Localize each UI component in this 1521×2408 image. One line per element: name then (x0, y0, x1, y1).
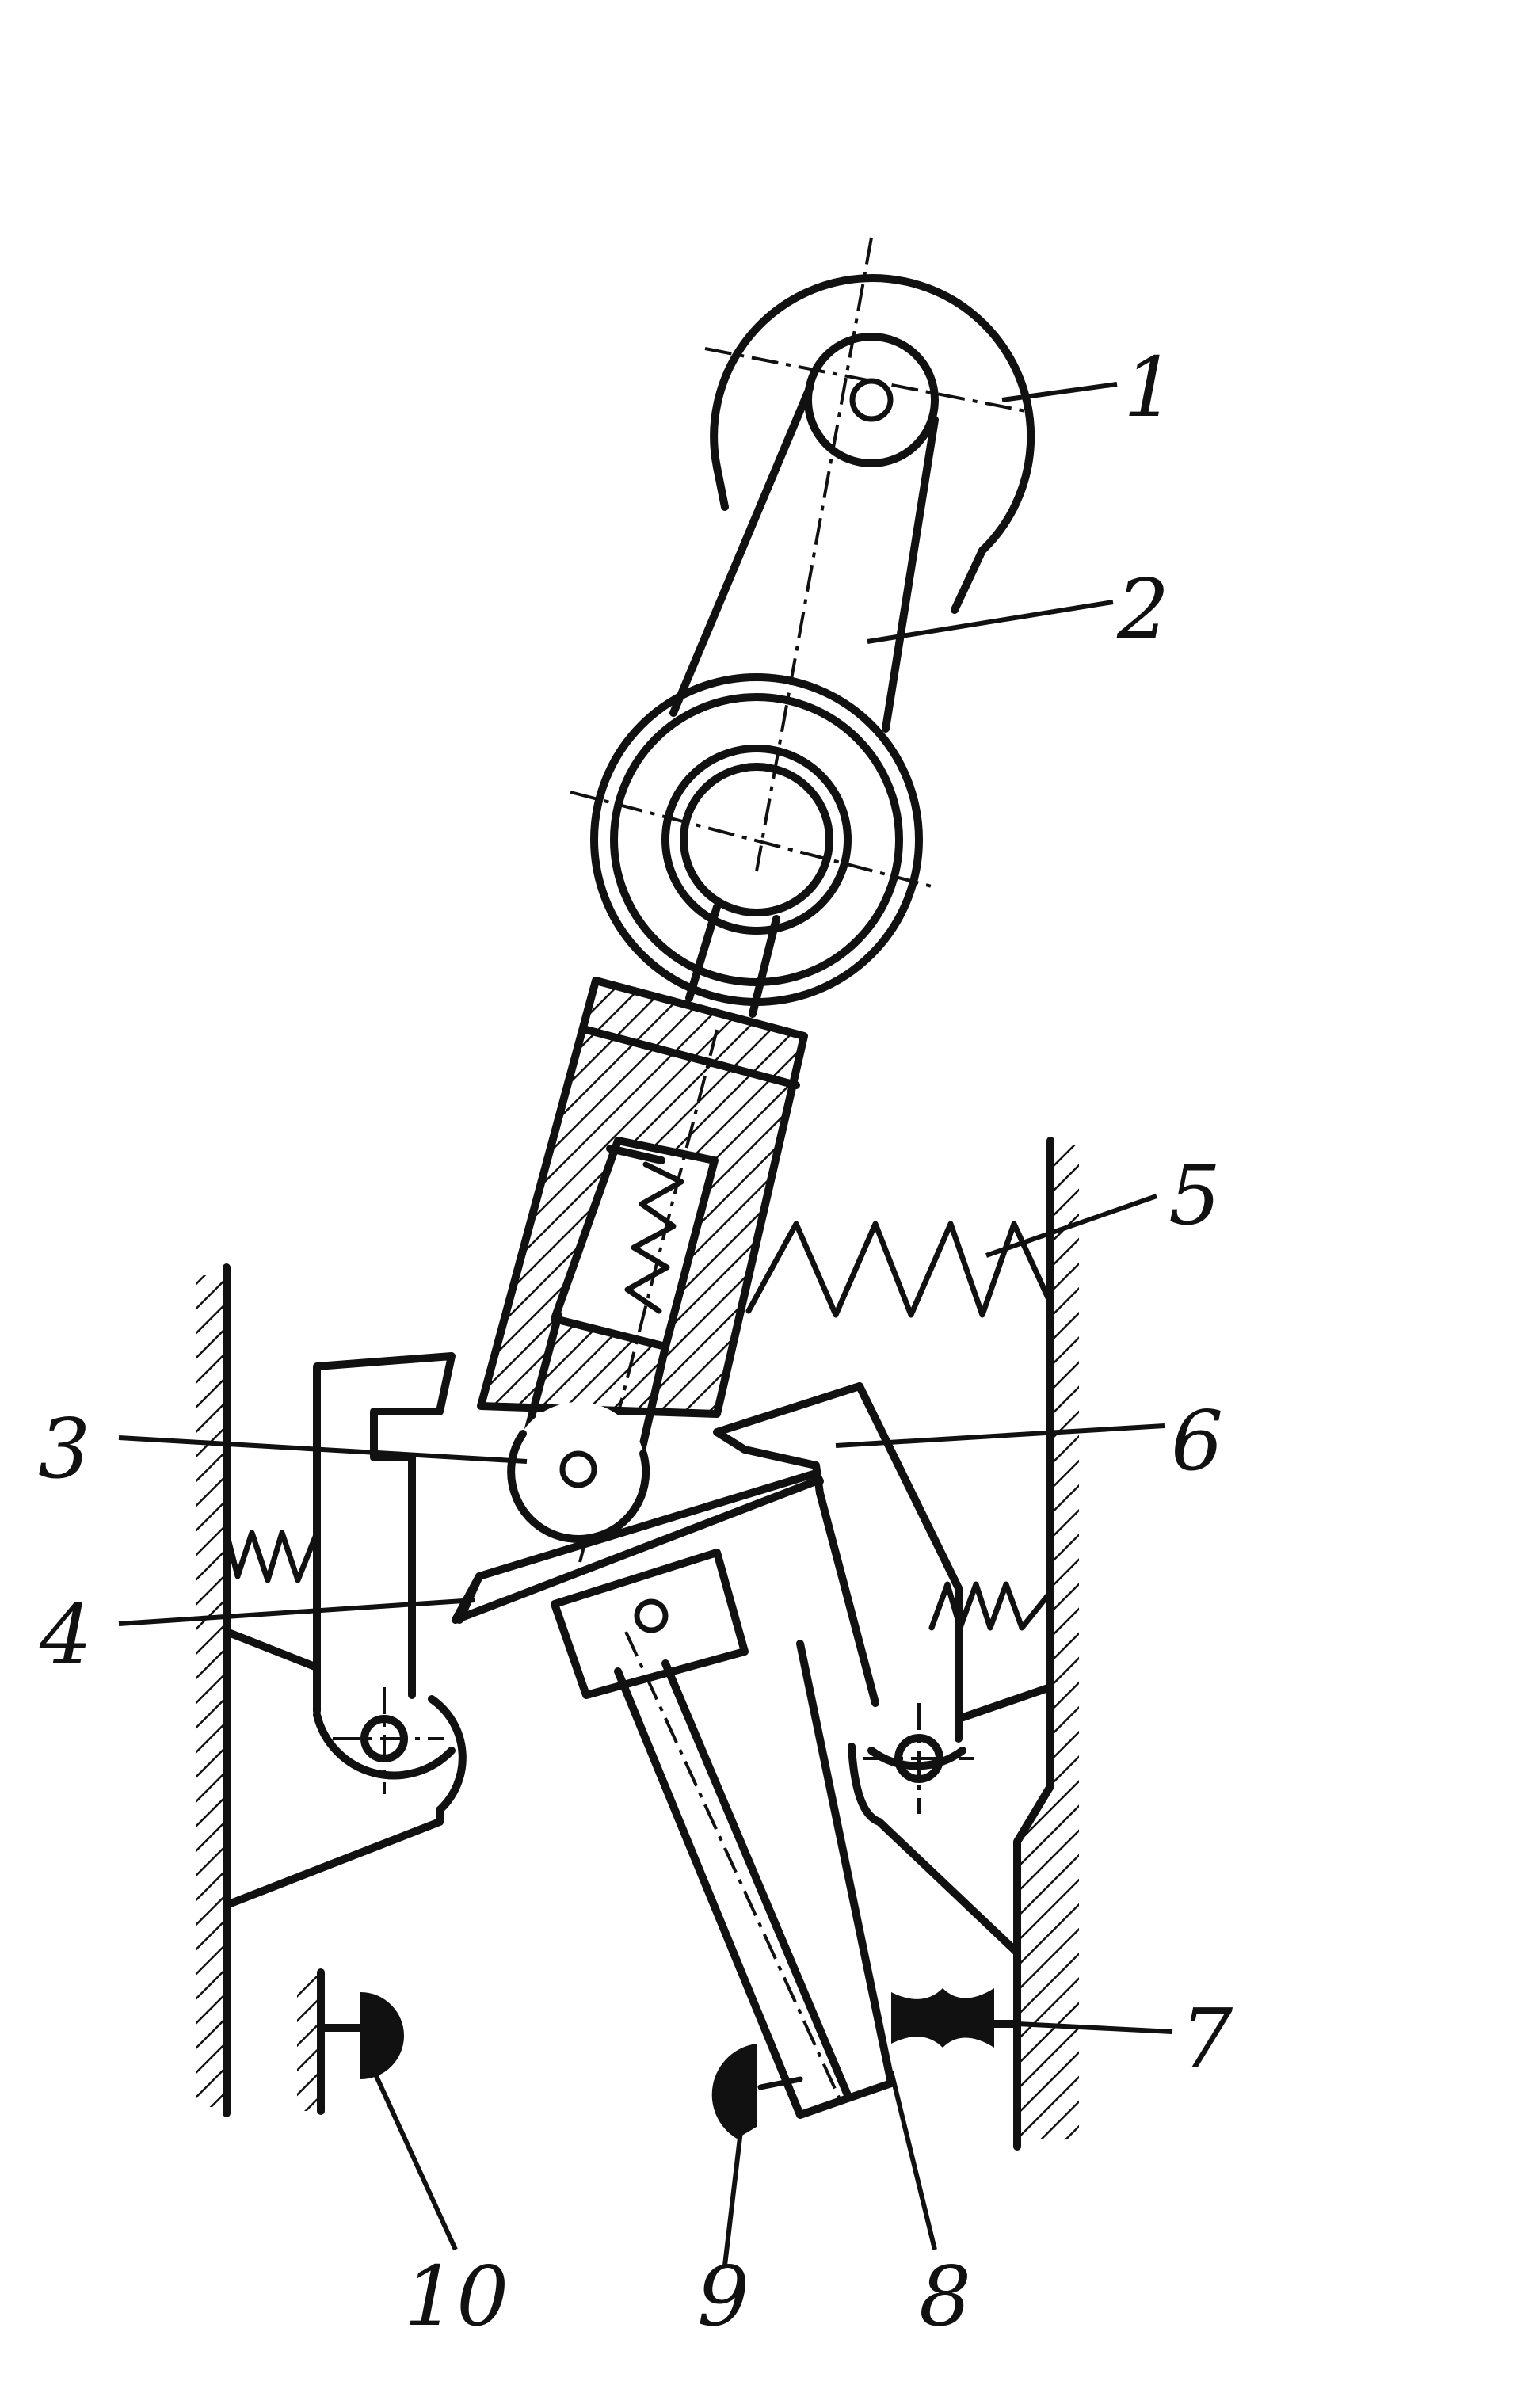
return-spring (745, 1221, 1054, 1318)
top-roller (710, 274, 1035, 614)
lower-wheel (570, 673, 936, 1018)
label-3: 3 (38, 1400, 90, 1497)
label-1: 1 (1123, 339, 1176, 436)
label-10: 10 (404, 2248, 509, 2345)
contact-7 (891, 1988, 1021, 2048)
left-frame-wall (196, 1263, 231, 2117)
label-7: 7 (1180, 1991, 1233, 2087)
label-2: 2 (1116, 561, 1169, 657)
right-frame-wall (1013, 1137, 1079, 2151)
label-9: 9 (697, 2248, 749, 2345)
left-pawl (223, 1352, 467, 1909)
label-4: 4 (39, 1587, 92, 1683)
plunger-pivot (507, 1402, 650, 1543)
contact-10 (297, 1968, 404, 2115)
central-arm (551, 1549, 895, 2119)
leader-lines (118, 382, 1173, 2266)
right-pawl (713, 1382, 1054, 1956)
label-5: 5 (1168, 1147, 1221, 1244)
label-8: 8 (919, 2248, 971, 2345)
contact-9 (711, 2044, 803, 2139)
label-6: 6 (1171, 1393, 1223, 1489)
